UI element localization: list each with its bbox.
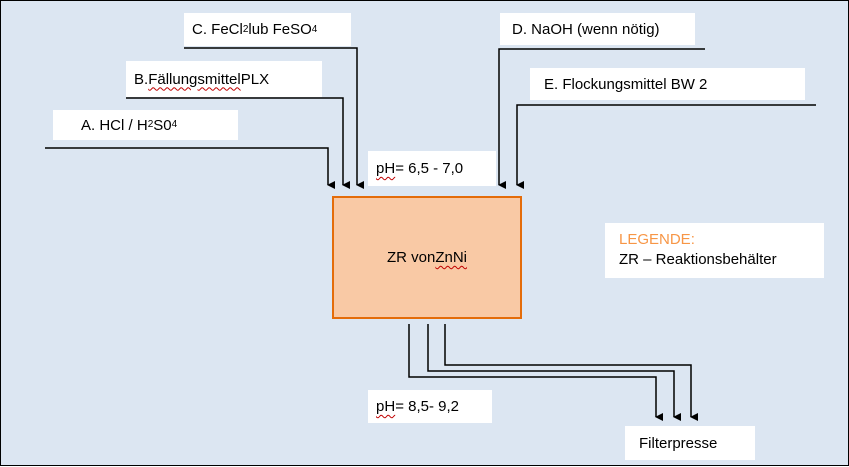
- legend-box: LEGENDE: ZR – Reaktionsbehälter: [605, 223, 824, 278]
- input-b-prefix: B.: [134, 70, 149, 88]
- flow-line-e: [516, 104, 816, 189]
- ph-outlet-label: pH = 8,5- 9,2: [368, 390, 492, 423]
- reactor-prefix: ZR von: [386, 249, 436, 266]
- ph-inlet-label: pH = 6,5 - 7,0: [368, 151, 496, 186]
- ph-outlet-ph: pH: [376, 398, 396, 415]
- input-a-text-mid: S0: [153, 116, 172, 134]
- input-c-text: C. FeCl: [192, 21, 243, 38]
- input-b-label: B. Fällungsmittel PLX: [126, 61, 322, 97]
- input-b-word: Fällungsmittel: [148, 70, 241, 88]
- flow-line-a: [45, 147, 335, 189]
- reactor-box: ZR von ZnNi: [332, 196, 522, 319]
- input-d-text: D. NaOH (wenn nötig): [512, 20, 660, 38]
- ph-inlet-ph: pH: [376, 160, 396, 177]
- input-a-text: A. HCl / H: [81, 116, 148, 134]
- ph-inlet-value: = 6,5 - 7,0: [395, 160, 464, 177]
- flow-line-out-1: [408, 324, 663, 421]
- flow-line-b: [126, 97, 350, 189]
- input-c-text-mid: lub FeSO: [248, 21, 312, 38]
- flow-line-out-2: [427, 324, 681, 421]
- output-filterpress-text: Filterpresse: [639, 434, 718, 452]
- input-e-label: E. Flockungsmittel BW 2: [530, 68, 805, 100]
- flow-line-d: [498, 48, 705, 189]
- flow-line-c: [184, 47, 364, 189]
- input-b-suffix: PLX: [240, 70, 270, 88]
- legend-entry: ZR – Reaktionsbehälter: [619, 251, 777, 268]
- legend-title: LEGENDE:: [619, 231, 695, 248]
- input-e-text: E. Flockungsmittel BW 2: [544, 75, 708, 93]
- flow-line-out-3: [444, 324, 698, 421]
- input-d-label: D. NaOH (wenn nötig): [500, 13, 695, 45]
- reactor-word: ZnNi: [435, 249, 468, 266]
- ph-outlet-value: = 8,5- 9,2: [395, 398, 459, 415]
- output-filterpress-label: Filterpresse: [625, 426, 755, 460]
